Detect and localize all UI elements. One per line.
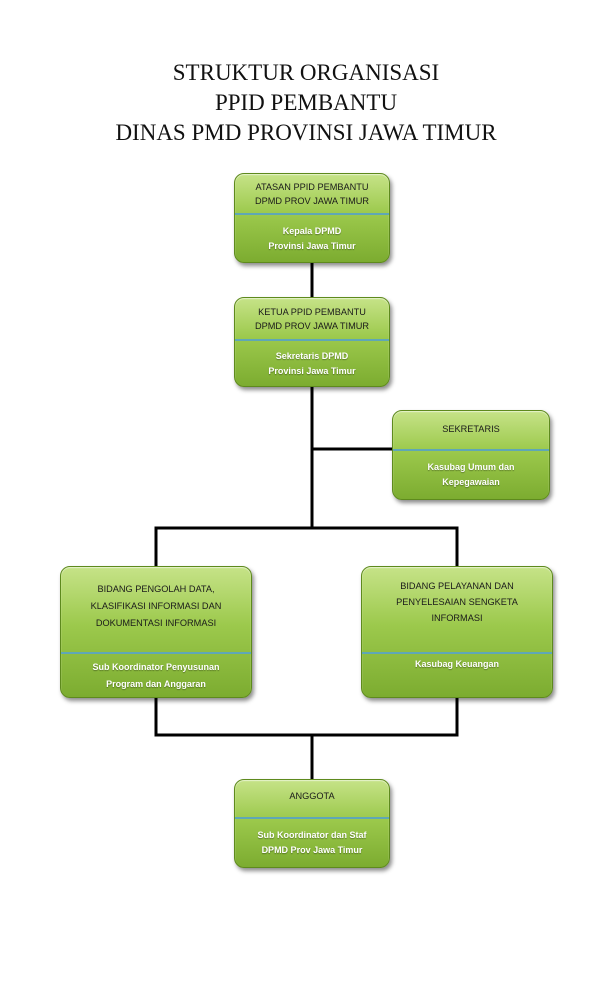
box-atasan-body: Kepala DPMD Provinsi Jawa Timur (235, 215, 389, 262)
box-bidang-pelayanan: BIDANG PELAYANAN DAN PENYELESAIAN SENGKE… (361, 566, 553, 698)
box-atasan-head: ATASAN PPID PEMBANTU DPMD PROV JAWA TIMU… (235, 174, 389, 214)
box-anggota-body-line: Sub Koordinator dan Staf (257, 830, 367, 840)
box-bidang-pengolah-head: BIDANG PENGOLAH DATA, KLASIFIKASI INFORM… (61, 567, 251, 645)
box-bidang-pelayanan-head: BIDANG PELAYANAN DAN PENYELESAIAN SENGKE… (362, 567, 552, 637)
box-sekretaris-head: SEKRETARIS (393, 411, 549, 447)
box-bidang-pelayanan-head-line: INFORMASI (431, 613, 483, 623)
box-bidang-pengolah-head-line: KLASIFIKASI INFORMASI DAN (90, 600, 222, 611)
box-bidang-pelayanan-body-line: Kasubag Keuangan (414, 659, 499, 669)
title-line-3: DINAS PMD PROVINSI JAWA TIMUR (115, 120, 497, 145)
box-bidang-pengolah-head-line: BIDANG PENGOLAH DATA, (97, 583, 215, 594)
box-bidang-pengolah-head-line: DOKUMENTASI INFORMASI (95, 617, 217, 628)
box-atasan-head-line: DPMD PROV JAWA TIMUR (255, 196, 369, 206)
box-bidang-pelayanan-separator (362, 652, 552, 654)
box-ketua-head-line: DPMD PROV JAWA TIMUR (255, 321, 369, 331)
box-ketua: KETUA PPID PEMBANTU DPMD PROV JAWA TIMUR… (234, 297, 390, 387)
box-anggota-body-line: DPMD Prov Jawa Timur (261, 845, 363, 855)
box-ketua-body-line: Provinsi Jawa Timur (268, 365, 356, 376)
box-sekretaris-head-line: SEKRETARIS (442, 424, 500, 434)
box-atasan-head-line: ATASAN PPID PEMBANTU (255, 182, 369, 192)
box-anggota: ANGGOTA Sub Koordinator dan Staf DPMD Pr… (234, 779, 390, 868)
box-bidang-pengolah-separator (61, 652, 251, 654)
box-anggota-head-line: ANGGOTA (289, 791, 335, 801)
box-ketua-body-line: Sekretaris DPMD (275, 350, 349, 361)
box-ketua-body: Sekretaris DPMD Provinsi Jawa Timur (235, 341, 389, 386)
box-sekretaris-body-line: Kasubag Umum dan (427, 462, 515, 472)
title-line-1: STRUKTUR ORGANISASI (172, 60, 440, 85)
box-bidang-pelayanan-head-line: PENYELESAIAN SENGKETA (396, 597, 518, 607)
box-bidang-pengolah-body: Sub Koordinator Penyusunan Program dan A… (61, 654, 251, 697)
box-atasan-body-line: Provinsi Jawa Timur (268, 240, 356, 251)
box-atasan: ATASAN PPID PEMBANTU DPMD PROV JAWA TIMU… (234, 173, 390, 263)
title-line-2: PPID PEMBANTU (214, 90, 398, 115)
box-bidang-pelayanan-head-line: BIDANG PELAYANAN DAN (400, 581, 514, 591)
box-sekretaris-body: Kasubag Umum dan Kepegawaian (393, 451, 549, 499)
box-ketua-separator (235, 339, 389, 341)
box-bidang-pengolah-body-line: Sub Koordinator Penyusunan (92, 661, 220, 672)
box-bidang-pengolah: BIDANG PENGOLAH DATA, KLASIFIKASI INFORM… (60, 566, 252, 698)
box-anggota-body: Sub Koordinator dan Staf DPMD Prov Jawa … (235, 819, 389, 867)
box-sekretaris-separator (393, 449, 549, 451)
box-bidang-pelayanan-body: Kasubag Keuangan (362, 654, 552, 675)
box-bidang-pengolah-body-line: Program dan Anggaran (106, 678, 206, 689)
box-ketua-head-line: KETUA PPID PEMBANTU (258, 307, 366, 317)
box-sekretaris: SEKRETARIS Kasubag Umum dan Kepegawaian (392, 410, 550, 500)
box-atasan-body-line: Kepala DPMD (282, 225, 342, 236)
box-anggota-head: ANGGOTA (235, 780, 389, 812)
box-ketua-head: KETUA PPID PEMBANTU DPMD PROV JAWA TIMUR (235, 298, 389, 340)
box-anggota-separator (235, 817, 389, 819)
box-sekretaris-body-line: Kepegawaian (442, 477, 500, 487)
box-atasan-separator (235, 213, 389, 215)
